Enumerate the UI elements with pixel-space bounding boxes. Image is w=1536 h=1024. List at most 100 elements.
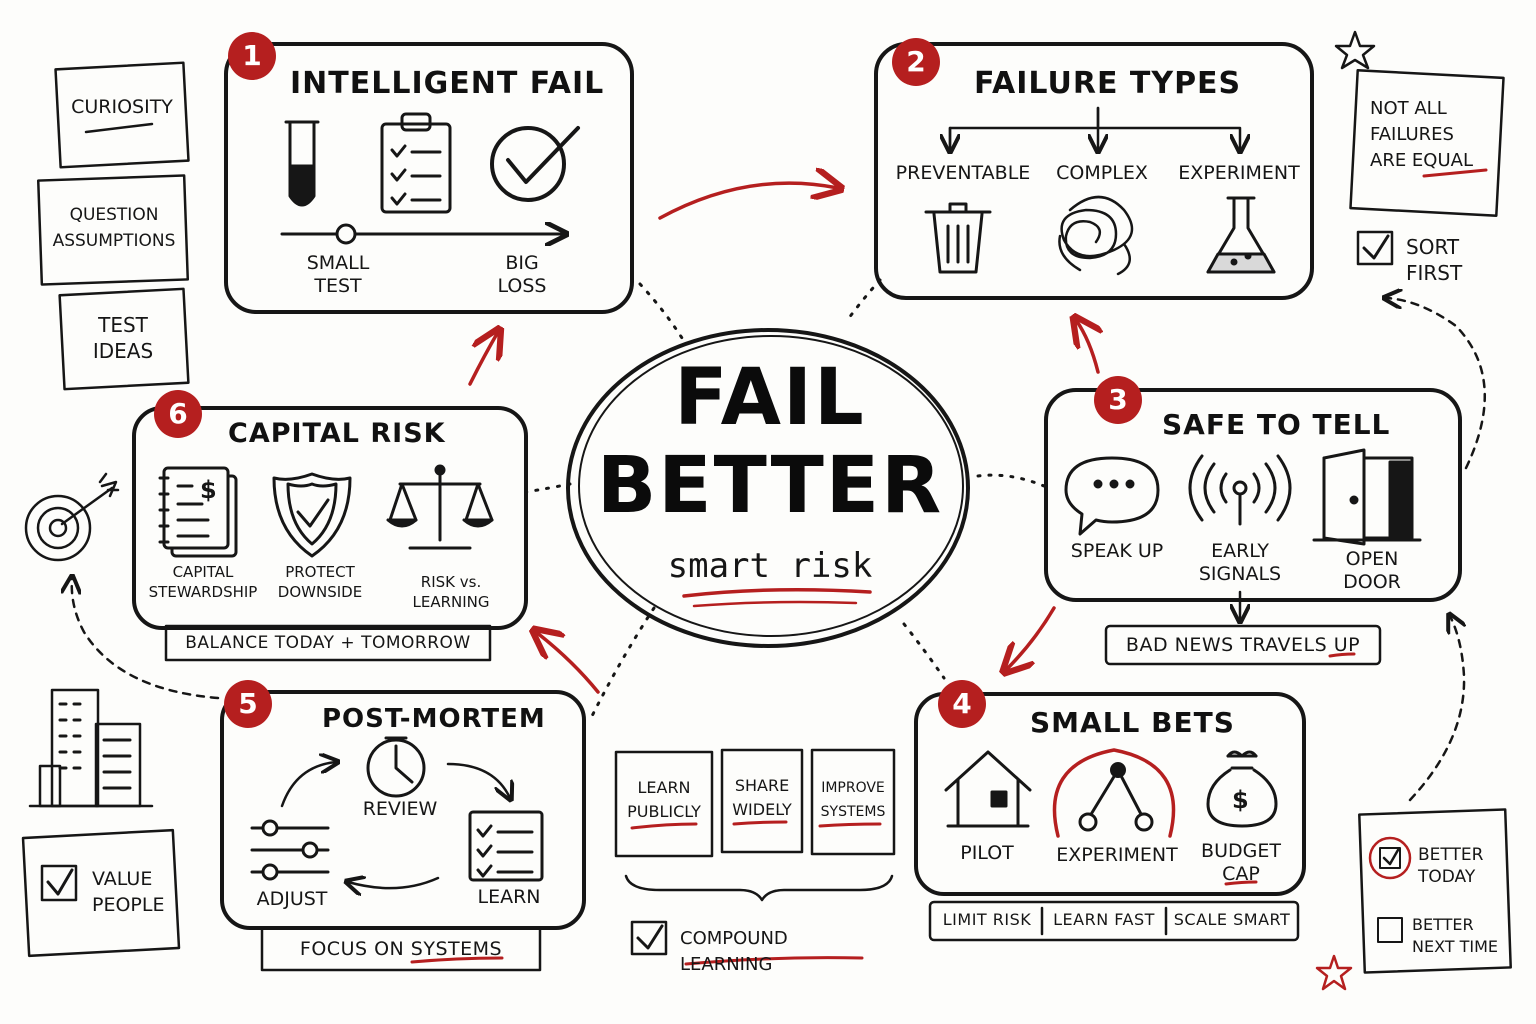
postmortem-step-learn: LEARN	[477, 886, 541, 908]
center-title-line2: BETTER	[596, 441, 944, 531]
note-better-today-frame	[1358, 808, 1512, 974]
balance-scale-icon	[386, 464, 494, 550]
checklist-icon	[468, 810, 544, 882]
note-not-all-failures: NOT ALL FAILURES ARE EQUAL	[1370, 98, 1473, 171]
flask-icon	[1206, 196, 1276, 274]
flow-arrow-3-4	[1006, 606, 1056, 670]
capital-item-risk-vs-learning: RISK vs. LEARNING	[412, 573, 490, 611]
small-bets-footer-learn-fast: LEARN FAST	[1053, 910, 1155, 929]
note-question-assumptions: QUESTION ASSUMPTIONS	[52, 205, 176, 251]
note-value-people: VALUE PEOPLE	[92, 868, 165, 916]
gauge-network-icon	[1052, 748, 1176, 838]
compound-learning-checkbox	[630, 920, 668, 956]
better-today-checkbox	[1379, 847, 1401, 869]
bet-item-experiment: EXPERIMENT	[1056, 844, 1178, 866]
value-people-checkbox	[40, 864, 78, 902]
flow-arrow-6-1	[468, 332, 498, 386]
capital-risk-footer-frame	[164, 624, 492, 662]
failure-type-complex: COMPLEX	[1056, 162, 1148, 184]
post-mortem-footer-frame	[260, 926, 542, 972]
card-post-mortem-badge: 5	[224, 680, 272, 728]
card-safe-to-tell-badge: 3	[1094, 376, 1142, 424]
card-safe-to-tell-frame	[1044, 388, 1462, 602]
note-curiosity: CURIOSITY	[71, 96, 173, 118]
note-improve-systems-frame	[810, 748, 896, 856]
note-test-ideas: TEST IDEAS	[92, 313, 154, 363]
card-intelligent-fail-frame	[224, 42, 634, 314]
open-door-icon	[1312, 448, 1422, 546]
note-not-all-failures-frame	[1349, 69, 1505, 217]
tangle-icon	[1058, 195, 1134, 276]
capital-item-stewardship: CAPITAL STEWARDSHIP	[148, 563, 258, 601]
brace	[624, 874, 894, 902]
bet-item-pilot: PILOT	[960, 842, 1014, 864]
red-star-icon	[1315, 954, 1353, 991]
star-icon	[1334, 30, 1376, 70]
buildings-icon	[28, 688, 154, 808]
ledger-dollar-glyph: $	[200, 476, 217, 504]
failure-type-experiment: EXPERIMENT	[1178, 162, 1300, 184]
note-question-assumptions-frame	[36, 174, 190, 286]
post-mortem-footer: FOCUS ON SYSTEMS	[299, 938, 503, 960]
card-failure-types-frame	[874, 42, 1314, 300]
clock-icon	[366, 736, 426, 798]
card-post-mortem-title: POST-MORTEM	[322, 704, 546, 734]
note-better-today: BETTER TODAY	[1418, 845, 1484, 887]
card-capital-risk-frame	[132, 406, 528, 630]
speech-bubble-icon	[1064, 456, 1160, 536]
postmortem-step-review: REVIEW	[362, 798, 438, 820]
bet-item-budget-cap: BUDGET CAP	[1201, 840, 1281, 885]
house-icon	[944, 750, 1032, 828]
capital-risk-footer: BALANCE TODAY + TOMORROW	[185, 633, 471, 653]
flow-arrow-3-2	[1076, 320, 1098, 374]
dashed-arrow-to-sort-first	[1386, 298, 1486, 470]
center-title-line1: FAIL	[674, 353, 866, 443]
note-share-widely: SHARE WIDELY	[732, 776, 792, 819]
card-intelligent-fail-badge: 1	[228, 32, 276, 80]
note-learn-publicly: LEARN PUBLICLY	[627, 778, 701, 821]
note-improve-systems: IMPROVE SYSTEMS	[820, 780, 886, 820]
trash-can-icon	[924, 202, 992, 274]
note-value-people-frame	[21, 828, 181, 958]
safe-to-tell-footer: BAD NEWS TRAVELS UP	[1125, 634, 1361, 656]
sliders-icon	[250, 819, 330, 881]
money-bag-dollar-glyph: $	[1232, 786, 1249, 814]
better-next-time-checkbox	[1377, 917, 1403, 943]
card-small-bets-badge: 4	[938, 680, 986, 728]
capital-item-protect-downside: PROTECT DOWNSIDE	[277, 563, 363, 601]
shield-check-icon	[272, 472, 352, 558]
compound-learning-label: COMPOUND LEARNING	[680, 928, 788, 975]
failure-type-preventable: PREVENTABLE	[895, 162, 1031, 184]
card-safe-to-tell-title: SAFE TO TELL	[1162, 408, 1391, 441]
flow-arrow-5-6	[536, 632, 600, 694]
card-small-bets-frame	[914, 692, 1306, 896]
signal-antenna-icon	[1188, 454, 1292, 526]
test-tube-icon	[284, 120, 320, 207]
postmortem-step-adjust: ADJUST	[256, 888, 328, 910]
card-capital-risk-title: CAPITAL RISK	[228, 418, 446, 449]
card-capital-risk-badge: 6	[154, 390, 202, 438]
safe-to-tell-footer-frame	[1104, 624, 1382, 666]
scale-right-label: BIG LOSS	[497, 252, 547, 297]
scale-left-label: SMALL TEST	[306, 252, 370, 297]
small-bets-footer-frame	[928, 900, 1300, 942]
note-better-next-time: BETTER NEXT TIME	[1412, 915, 1499, 956]
ledger-dollar-icon	[158, 466, 238, 558]
target-icon	[24, 472, 120, 562]
money-bag-icon	[1206, 750, 1278, 828]
safe-item-early-signals: EARLY SIGNALS	[1198, 540, 1282, 585]
card-failure-types-title: FAILURE TYPES	[974, 66, 1242, 101]
flow-arrow-1-2	[658, 183, 838, 220]
note-sort-first: SORT FIRST	[1406, 235, 1463, 285]
note-learn-publicly-frame	[614, 750, 714, 858]
sort-first-checkbox	[1356, 230, 1394, 266]
clipboard-checklist-icon	[380, 112, 452, 214]
safe-item-speak-up: SPEAK UP	[1070, 540, 1164, 562]
dashed-arrow-to-safe-to-tell	[1408, 616, 1464, 802]
center-ellipse	[566, 328, 970, 648]
safe-item-open-door: OPEN DOOR	[1343, 548, 1401, 593]
checkmark-circle-icon	[490, 126, 580, 202]
note-curiosity-frame	[54, 61, 190, 169]
small-bets-footer-scale-smart: SCALE SMART	[1173, 910, 1291, 929]
